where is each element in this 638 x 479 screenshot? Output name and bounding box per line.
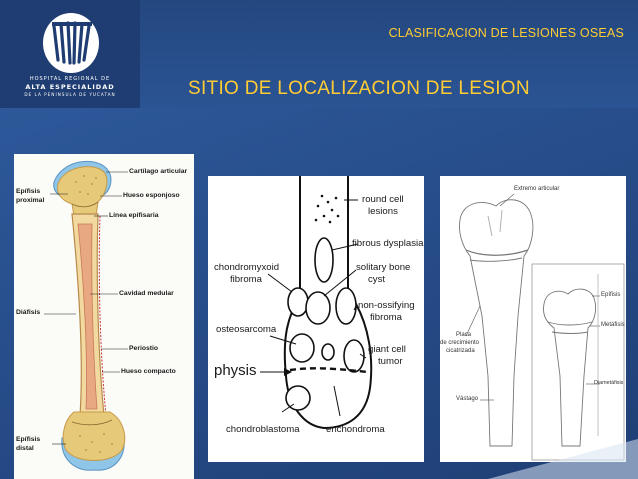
label-epifisis-distal-2: distal [16, 445, 34, 452]
label-placa-3: cicatrizada [446, 348, 475, 354]
label-extremo-articular: Extremo articular [514, 186, 560, 192]
femur-diagram-panel: Epífisis proximal Diáfisis Epífisis dist… [14, 154, 194, 479]
hospital-logo: HOSPITAL REGIONAL DE ALTA ESPECIALIDAD D… [0, 0, 140, 108]
hospital-emblem-icon [43, 13, 99, 73]
label-diametafisis: Diametáfisis [594, 380, 624, 386]
label-osteosarcoma: osteosarcoma [216, 324, 277, 335]
logo-text-3: DE LA PENINSULA DE YUCATAN [24, 92, 116, 97]
label-non-ossifying: non-ossifying [358, 300, 415, 311]
logo-text-2: ALTA ESPECIALIDAD [25, 83, 115, 91]
label-solitary-bone-cyst-2: cyst [368, 274, 386, 285]
label-placa-2: de crecimiento [440, 340, 480, 346]
label-hueso-esponjoso: Hueso esponjoso [123, 192, 180, 199]
label-diafisis: Diáfisis [16, 309, 41, 316]
slide-title: SITIO DE LOCALIZACION DE LESION [188, 78, 530, 99]
label-fibrous-dysplasia: fibrous dysplasia [352, 238, 424, 249]
label-chondroblastoma: chondroblastoma [226, 424, 300, 435]
tibia-diagram-panel: Extremo articular Placa de crecimiento c… [440, 176, 626, 462]
label-round-cell: round cell [362, 194, 404, 205]
label-hueso-compacto: Hueso compacto [121, 368, 176, 375]
label-chondromyxoid: chondromyxoid [214, 262, 280, 273]
label-round-cell-2: lesions [368, 206, 398, 217]
label-physis: physis [214, 362, 257, 379]
slide-category-title: CLASIFICACION DE LESIONES OSEAS [388, 26, 624, 40]
label-epifisis-distal: Epífisis [16, 436, 41, 443]
label-periostio: Periostio [129, 345, 159, 352]
label-placa: Placa [456, 332, 472, 338]
lesion-bone-illustration [260, 176, 373, 430]
label-giant-cell: giant cell [368, 344, 406, 355]
label-giant-cell-2: tumor [378, 356, 403, 367]
label-chondromyxoid-2: fibroma [230, 274, 262, 285]
label-linea-epifisaria: Línea epifisaria [109, 212, 159, 219]
lesion-location-panel: round cell lesions fibrous dysplasia cho… [208, 176, 424, 462]
femur-illustration [44, 160, 128, 471]
label-cavidad-medular: Cavidad medular [119, 290, 174, 297]
label-epifisis-proximal-2: proximal [16, 197, 45, 204]
decorative-corner [488, 439, 638, 479]
label-metafisis: Metáfisis [601, 322, 625, 328]
tibia-illustration [459, 193, 625, 461]
label-non-ossifying-2: fibroma [370, 312, 402, 323]
label-vastago: Vástago [456, 396, 479, 402]
label-enchondroma: enchondroma [326, 424, 385, 435]
label-epifisis: Epífisis [601, 292, 621, 298]
label-cartilago-articular: Cartílago articular [129, 168, 188, 175]
label-solitary-bone-cyst: solitary bone [356, 262, 411, 273]
logo-text-1: HOSPITAL REGIONAL DE [29, 76, 111, 82]
label-epifisis-proximal: Epífisis [16, 188, 41, 195]
